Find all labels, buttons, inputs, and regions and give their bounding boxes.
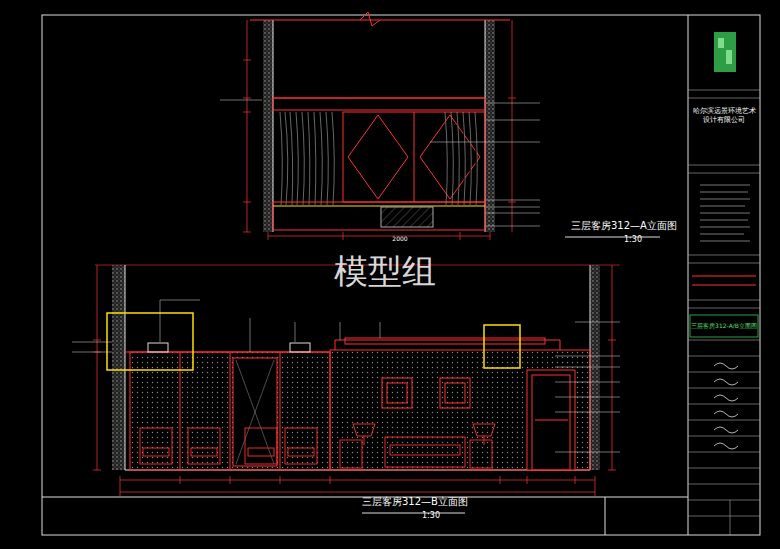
drawing-name-cell: 三层客房312-A/B立面图 [690,315,758,337]
cell-text: 哈尔滨远景环境艺术设计有限公司 [690,106,758,126]
scale: 1:30 [422,511,440,520]
scale: 1:30 [624,235,642,244]
watermark: 模型组 [334,249,436,295]
dimension: 2000 [392,235,407,242]
view-title: 三层客房312—B立面图 [362,495,468,509]
view-title: 三层客房312—A立面图 [571,219,677,233]
cell-text: 三层客房312-A/B立面图 [689,321,759,331]
company-cell: 哈尔滨远景环境艺术设计有限公司 [690,104,758,128]
